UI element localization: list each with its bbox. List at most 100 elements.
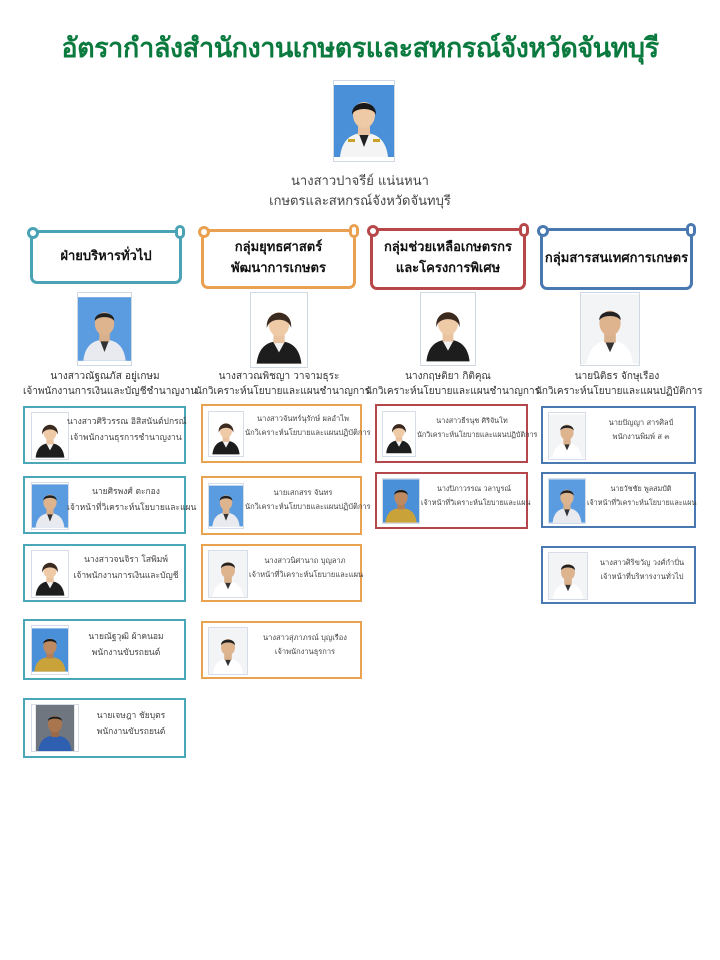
page-title: อัตรากำลังสำนักงานเกษตรและสหกรณ์จังหวัดจ… — [61, 33, 659, 64]
person-photo-icon — [209, 412, 243, 456]
member-name: นางปิภาวรรณ วลาบูรณ์ — [436, 484, 512, 493]
person-photo-icon — [383, 479, 419, 523]
member-card: นายศิรพงศ์ ตะกอง เจ้าหน้าที่วิเคราะห์นโย… — [23, 476, 197, 534]
member-photo — [548, 552, 588, 600]
member-card: นางสาวสุภาภรณ์ บุญเรือง เจ้าพนักงานธุรกา… — [201, 621, 362, 679]
member-photo — [548, 478, 586, 524]
lead-photo — [580, 292, 640, 366]
member-name: นายปัญญา สารศิลป์ — [608, 418, 674, 427]
member-position: พนักงานพิมพ์ ส ๓ — [612, 432, 670, 442]
member-photo — [31, 412, 69, 460]
member-photo — [208, 550, 248, 598]
person-photo-icon — [334, 81, 394, 161]
person-photo-icon — [32, 551, 68, 597]
group-title: ฝ่ายบริหารทั่วไป — [60, 248, 152, 264]
head-photo — [333, 80, 395, 162]
member-name: นายเจษฎา ชัยบุตร — [96, 711, 166, 721]
group-title-line2: พัฒนาการเกษตร — [231, 261, 326, 276]
member-position: เจ้าพนักงานธุรการ — [274, 647, 336, 657]
member-name: นางสาวธีรนุช ศิริจันโท — [436, 416, 508, 425]
member-card: นายณัฐวุฒิ ผ้าคนอม พนักงานขับรถยนต์ — [23, 619, 186, 680]
member-position: นักวิเคราะห์นโยบายและแผนปฏิบัติการ — [245, 428, 371, 438]
lead-name: นางสาวณพิชญา วาจามธุระ — [218, 371, 340, 382]
member-photo — [31, 625, 69, 675]
member-card: นางสาวนิศานาถ บุญลาภ เจ้าหน้าที่วิเคราะห… — [201, 544, 364, 602]
member-position: เจ้าหน้าที่วิเคราะห์นโยบายและแผน — [67, 503, 197, 514]
member-card: นางสาวจันทร์นุรักษ์ ผลอำไพ นักวิเคราะห์น… — [201, 404, 371, 463]
member-photo — [31, 482, 69, 530]
group-banner-farmer-assistance: กลุ่มช่วยเหลือเกษตรกร และโครงการพิเศษ — [367, 223, 529, 290]
member-photo — [548, 412, 586, 460]
member-name: นางสาวสุภาภรณ์ บุญเรือง — [263, 633, 347, 642]
person-photo-icon — [32, 413, 68, 459]
lead-name: นายนิติธร จักษุเรือง — [574, 371, 660, 382]
lead-text: นายนิติธร จักษุเรือง นักวิเคราะห์นโยบายแ… — [535, 370, 703, 399]
member-name: นางสาวศิริขวัญ วงศ์กำปั่น — [599, 558, 685, 567]
member-photo — [208, 627, 248, 675]
member-position: พนักงานขับรถยนต์ — [91, 648, 161, 659]
person-photo-icon — [78, 293, 131, 365]
person-photo-icon — [549, 553, 587, 599]
member-photo — [208, 411, 244, 457]
person-photo-icon — [581, 293, 639, 365]
member-name: นางสาวจันทร์นุรักษ์ ผลอำไพ — [257, 414, 349, 423]
member-card: นางสาวศิริวรรณ อิสิสนันต์ปกรณ์ เจ้าพนักง… — [23, 406, 187, 464]
group-banner-agri-info: กลุ่มสารสนเทศการเกษตร — [537, 223, 696, 290]
person-photo-icon — [251, 293, 307, 367]
member-photo — [31, 550, 69, 598]
group-title: กลุ่มสารสนเทศการเกษตร — [544, 250, 689, 266]
head-name: นางสาวปาจรีย์ แน่นหนา — [291, 174, 429, 189]
member-photo — [31, 704, 79, 752]
person-photo-icon — [32, 626, 68, 674]
lead-position: นักวิเคราะห์นโยบายและแผนปฏิบัติการ — [535, 385, 703, 397]
person-photo-icon — [549, 479, 585, 523]
person-photo-icon — [549, 413, 585, 459]
member-name: นางสาวศิริวรรณ อิสิสนันต์ปกรณ์ — [67, 417, 187, 427]
member-position: นักวิเคราะห์นโยบายและแผนปฏิบัติการ — [245, 502, 371, 512]
lead-position: นักวิเคราะห์นโยบายและแผนชำนาญการ — [365, 385, 540, 397]
member-card: นางสาวศิริขวัญ วงศ์กำปั่น เจ้าหน้าที่บริ… — [541, 546, 696, 604]
member-photo — [208, 483, 244, 529]
person-photo-icon — [383, 412, 415, 456]
member-position: เจ้าหน้าที่วิเคราะห์นโยบายและแผน — [587, 497, 697, 507]
member-card: นายวัชชัย พูลสมบัติ เจ้าหน้าที่วิเคราะห์… — [541, 472, 696, 528]
member-card: นางปิภาวรรณ วลาบูรณ์ เจ้าหน้าที่วิเคราะห… — [375, 472, 531, 529]
person-photo-icon — [209, 551, 247, 597]
member-card: นายเจษฎา ชัยบุตร พนักงานขับรถยนต์ — [23, 698, 186, 758]
lead-text: นางสาวณพิชญา วาจามธุระ นักวิเคราะห์นโยบา… — [195, 370, 370, 399]
person-photo-icon — [421, 293, 475, 365]
member-name: นายศิรพงศ์ ตะกอง — [92, 487, 160, 497]
member-photo — [382, 411, 416, 457]
lead-name: นางสาวณัฐณภัส อยู่เกษม — [50, 371, 160, 382]
person-photo-icon — [209, 484, 243, 528]
person-photo-icon — [32, 483, 68, 529]
member-card: นายเสกสรร จันทร นักวิเคราะห์นโยบายและแผน… — [201, 476, 371, 535]
member-name: นางสาวนิศานาถ บุญลาภ — [264, 556, 346, 565]
member-position: นักวิเคราะห์นโยบายและแผนปฏิบัติการ — [417, 429, 538, 439]
member-position: เจ้าหน้าที่วิเคราะห์นโยบายและแผน — [249, 570, 364, 580]
lead-photo — [420, 292, 476, 366]
lead-position: เจ้าพนักงานการเงินและบัญชีชำนาญงาน — [23, 385, 198, 397]
lead-photo — [77, 292, 132, 366]
lead-text: นางกฤษติยา กิติคุณ นักวิเคราะห์นโยบายและ… — [365, 370, 540, 399]
member-name: นายเสกสรร จันทร — [273, 488, 333, 497]
lead-text: นางสาวณัฐณภัส อยู่เกษม เจ้าพนักงานการเงิ… — [23, 370, 198, 399]
head-position: เกษตรและสหกรณ์จังหวัดจันทบุรี — [269, 194, 451, 209]
member-position: เจ้าหน้าที่บริหารงานทั่วไป — [600, 572, 684, 582]
group-banner-strategy: กลุ่มยุทธศาสตร์ พัฒนาการเกษตร — [198, 224, 359, 289]
group-banner-general-admin: ฝ่ายบริหารทั่วไป — [27, 225, 185, 284]
lead-position: นักวิเคราะห์นโยบายและแผนชำนาญการ — [195, 385, 370, 397]
group-title-line1: กลุ่มช่วยเหลือเกษตรกร — [383, 240, 513, 256]
member-name: นายณัฐวุฒิ ผ้าคนอม — [88, 632, 164, 642]
member-position: พนักงานขับรถยนต์ — [96, 727, 166, 738]
member-position: เจ้าพนักงานธุรการชำนาญงาน — [70, 433, 182, 444]
member-name: นายวัชชัย พูลสมบัติ — [610, 484, 672, 493]
member-card: นางสาวธีรนุช ศิริจันโท นักวิเคราะห์นโยบา… — [375, 404, 538, 463]
member-photo — [382, 478, 420, 524]
lead-photo — [250, 292, 308, 368]
member-position: เจ้าหน้าที่วิเคราะห์นโยบายและแผน — [421, 497, 531, 507]
person-photo-icon — [209, 628, 247, 674]
lead-name: นางกฤษติยา กิติคุณ — [405, 371, 491, 382]
member-name: นางสาวจนจิรา โสพิมพ์ — [84, 555, 168, 565]
person-photo-icon — [32, 705, 78, 751]
